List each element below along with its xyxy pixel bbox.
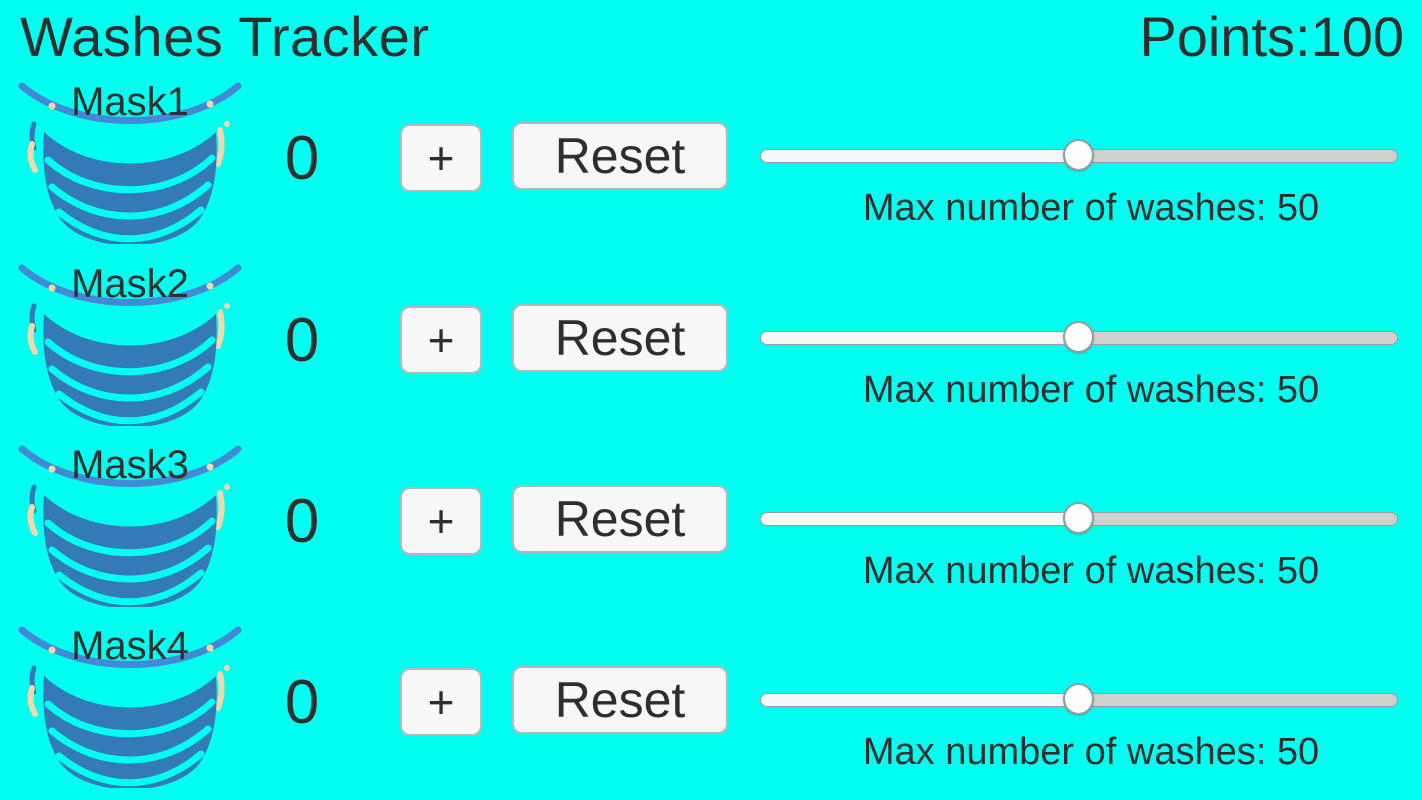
face-mask-icon xyxy=(18,82,242,244)
points-display: Points:100 xyxy=(1139,4,1404,69)
increment-wash-button[interactable]: + xyxy=(400,306,482,374)
face-mask-icon xyxy=(18,626,242,788)
slider-thumb[interactable] xyxy=(1063,502,1094,534)
reset-button[interactable]: Reset xyxy=(512,666,728,734)
slider-thumb[interactable] xyxy=(1063,683,1094,715)
increment-wash-button[interactable]: + xyxy=(400,124,482,192)
face-mask-icon xyxy=(18,445,242,607)
mask-image: Mask3 xyxy=(14,441,246,607)
max-washes-group: Max number of washes: 50 xyxy=(760,441,1398,593)
max-washes-group: Max number of washes: 50 xyxy=(760,260,1398,412)
wash-count: 0 xyxy=(284,306,320,375)
slider-thumb[interactable] xyxy=(1063,321,1094,353)
wash-count: 0 xyxy=(284,124,320,193)
points-label: Points: xyxy=(1139,5,1311,68)
reset-button[interactable]: Reset xyxy=(512,304,728,372)
wash-count: 0 xyxy=(284,668,320,737)
max-washes-slider[interactable] xyxy=(760,683,1398,715)
wash-count: 0 xyxy=(284,487,320,556)
slider-thumb[interactable] xyxy=(1063,139,1094,171)
mask-row: Mask4 0 + Reset Max number of washes: 50 xyxy=(0,622,1422,792)
max-washes-label: Max number of washes: 50 xyxy=(862,731,1320,773)
max-washes-label: Max number of washes: 50 xyxy=(862,550,1320,592)
max-washes-slider[interactable] xyxy=(760,321,1398,353)
mask-name-label: Mask1 xyxy=(71,80,189,124)
mask-image: Mask1 xyxy=(14,78,246,244)
mask-name-label: Mask2 xyxy=(71,262,189,306)
increment-wash-button[interactable]: + xyxy=(400,668,482,736)
max-washes-group: Max number of washes: 50 xyxy=(760,622,1398,774)
max-washes-slider[interactable] xyxy=(760,502,1398,534)
mask-row: Mask1 0 + Reset Max number of washes: 50 xyxy=(0,78,1422,248)
mask-row: Mask2 0 + Reset Max number of washes: 50 xyxy=(0,260,1422,430)
reset-button[interactable]: Reset xyxy=(512,485,728,553)
increment-wash-button[interactable]: + xyxy=(400,487,482,555)
max-washes-slider[interactable] xyxy=(760,139,1398,171)
max-washes-label: Max number of washes: 50 xyxy=(862,369,1320,411)
mask-name-label: Mask3 xyxy=(71,443,189,487)
mask-image: Mask4 xyxy=(14,622,246,788)
mask-row: Mask3 0 + Reset Max number of washes: 50 xyxy=(0,441,1422,611)
max-washes-label: Max number of washes: 50 xyxy=(862,187,1320,229)
face-mask-icon xyxy=(18,264,242,426)
mask-name-label: Mask4 xyxy=(71,624,189,668)
page-title: Washes Tracker xyxy=(20,5,430,68)
max-washes-group: Max number of washes: 50 xyxy=(760,78,1398,230)
points-value: 100 xyxy=(1310,5,1404,68)
reset-button[interactable]: Reset xyxy=(512,122,728,190)
mask-image: Mask2 xyxy=(14,260,246,426)
